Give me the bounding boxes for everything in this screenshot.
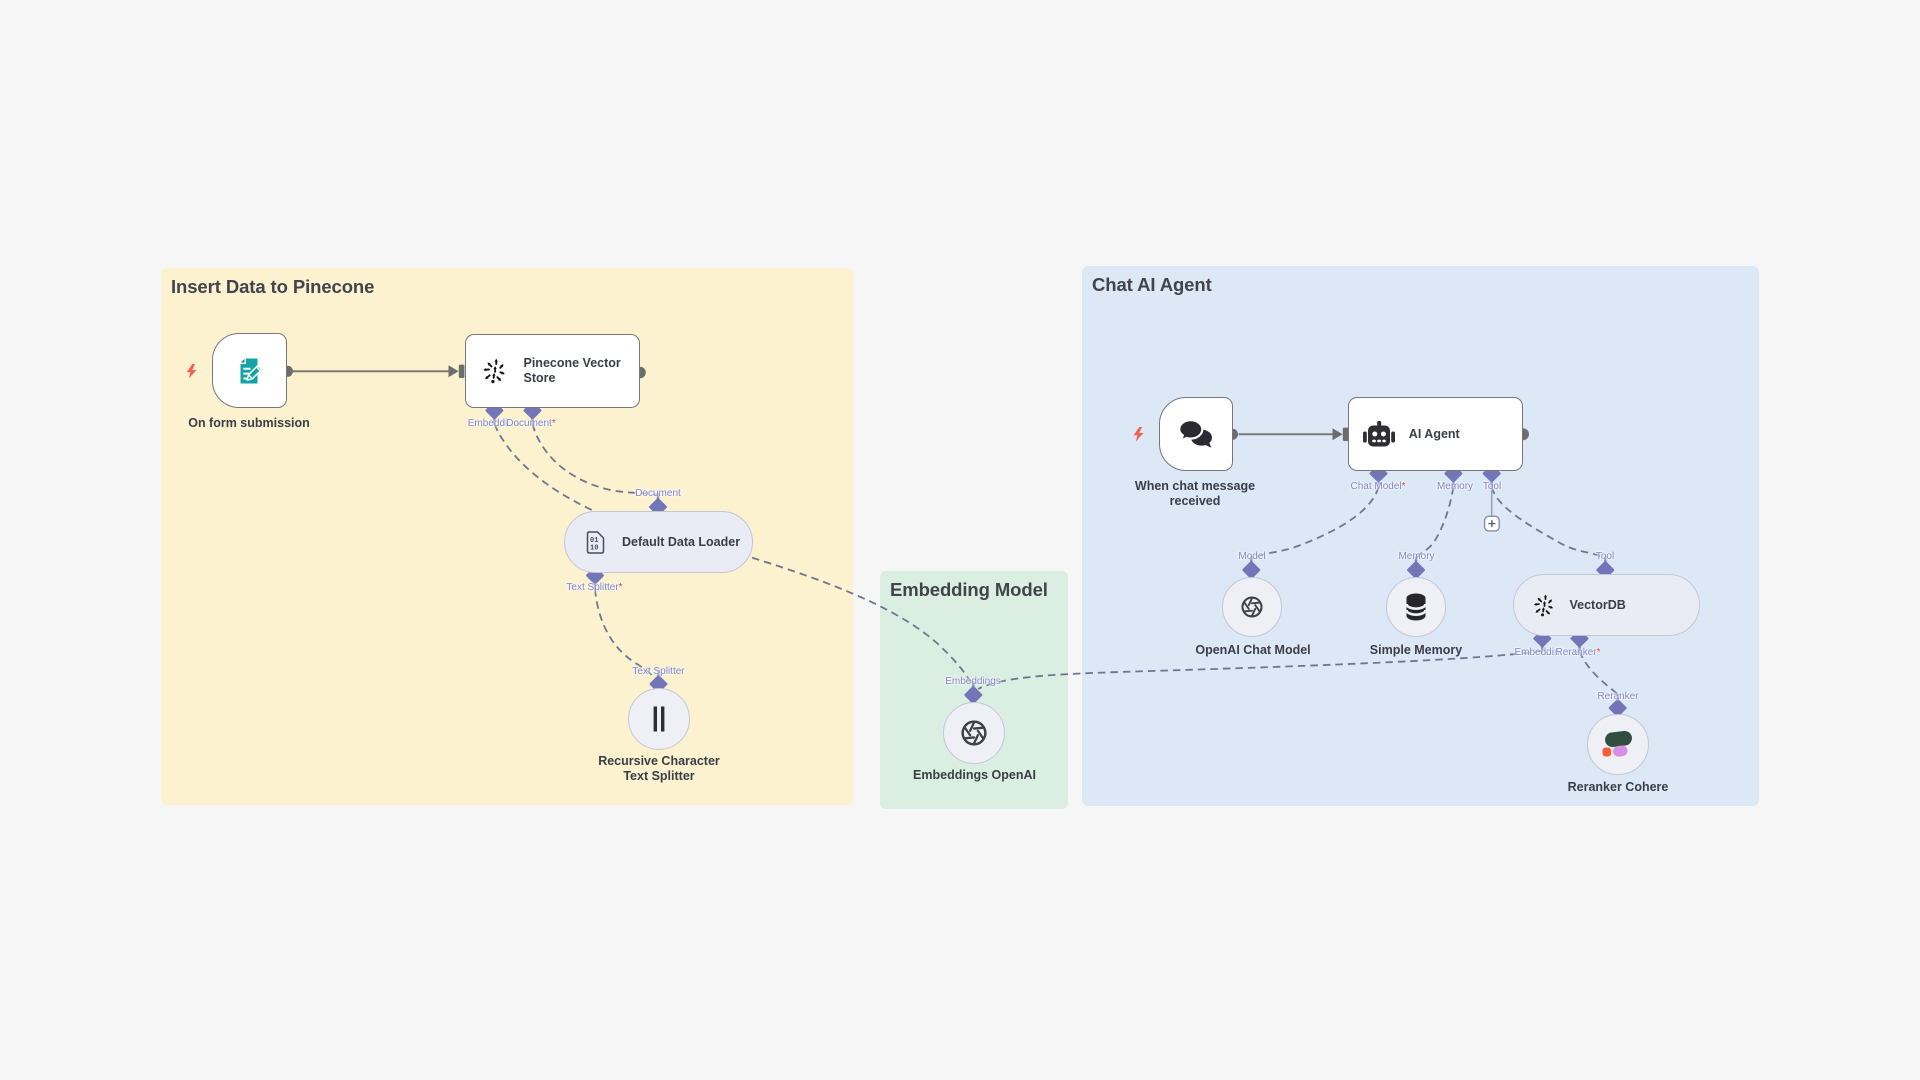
svg-text:01: 01 xyxy=(590,537,598,545)
svg-text:10: 10 xyxy=(590,544,598,552)
